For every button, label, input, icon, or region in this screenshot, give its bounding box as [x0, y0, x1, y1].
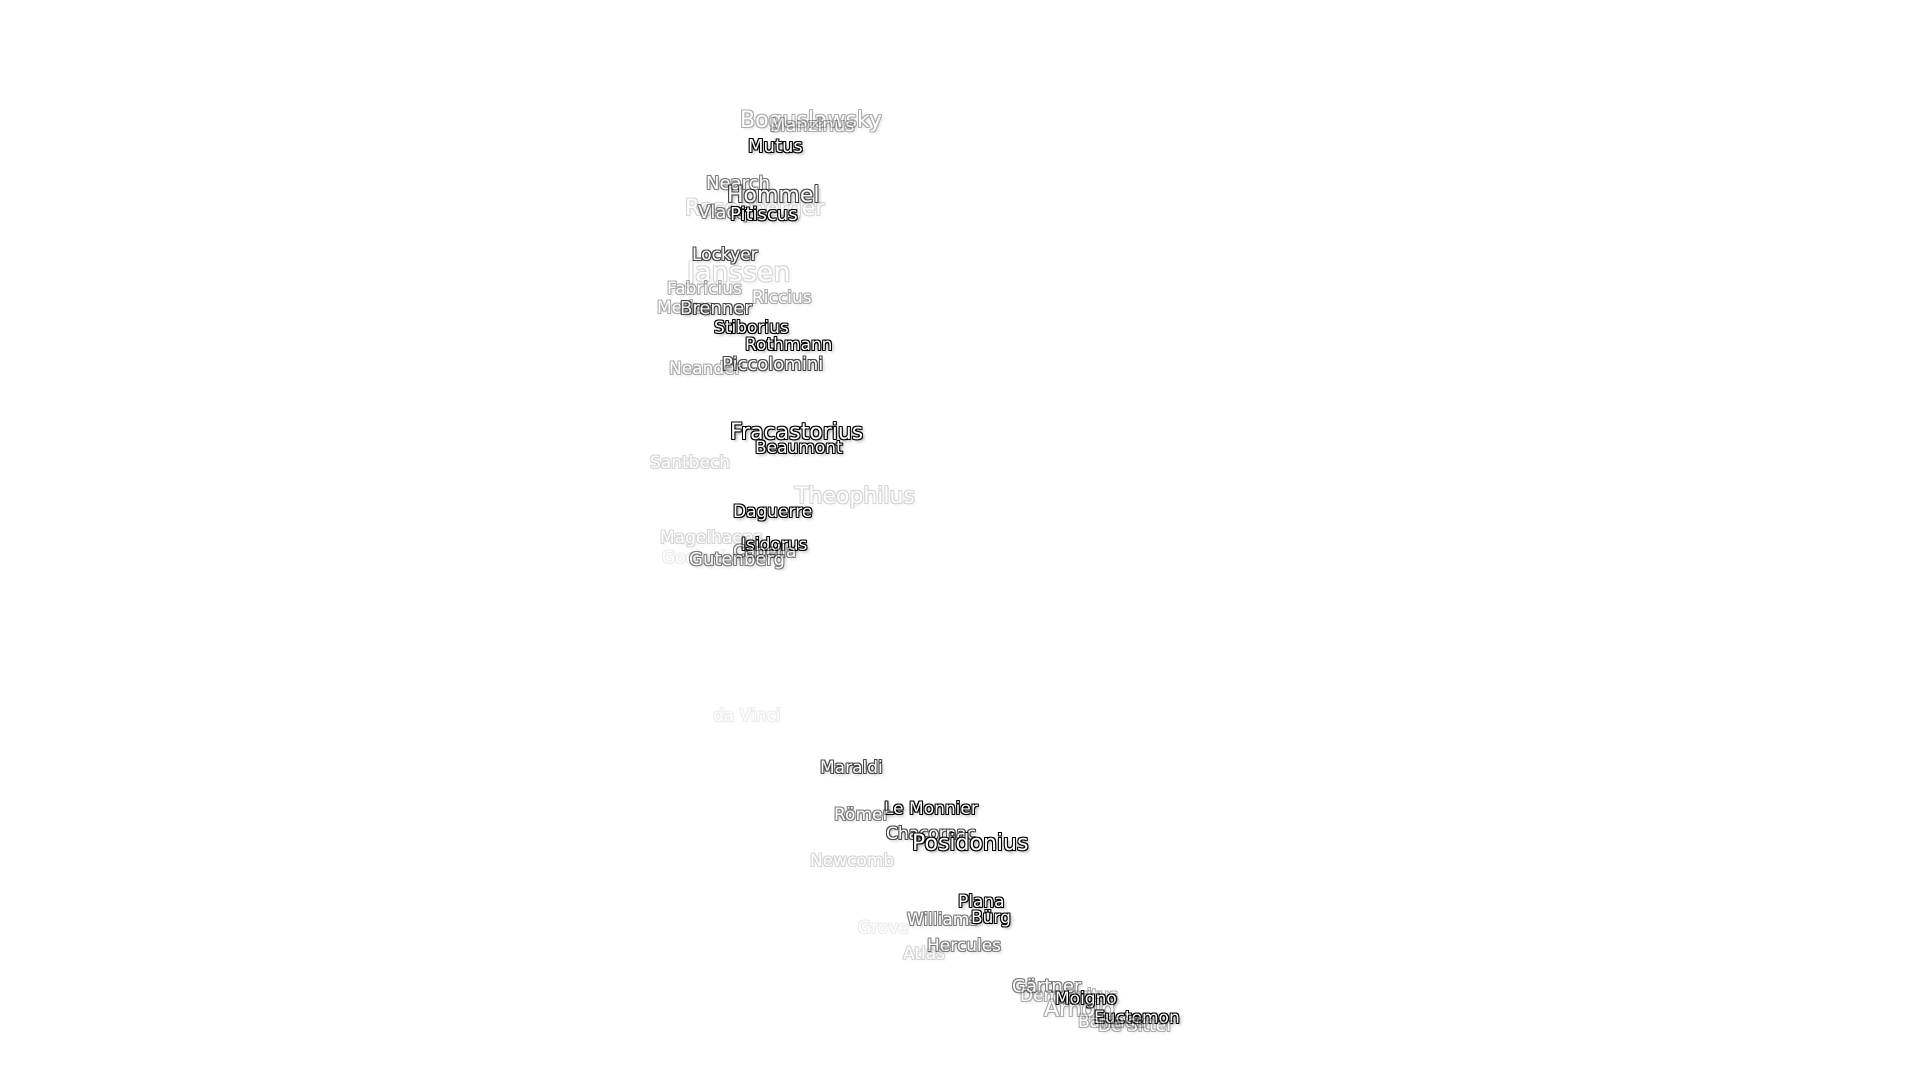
crater-label-fracastorius[interactable]: Fracastorius — [730, 420, 864, 445]
crater-label-manzinus[interactable]: Manzinus — [770, 115, 855, 136]
crater-label-da-vinci[interactable]: da Vinci — [713, 706, 781, 726]
crater-label-grove[interactable]: Grove — [858, 918, 909, 938]
crater-label-hercules[interactable]: Hercules — [927, 936, 1002, 956]
crater-label-goclenius[interactable]: Goclenius — [662, 548, 746, 568]
crater-label-piccolomini[interactable]: Piccolomini — [722, 354, 824, 375]
crater-label-plana[interactable]: Plana — [958, 892, 1005, 912]
crater-label-metius[interactable]: Metius — [657, 298, 714, 318]
crater-label-janssen[interactable]: Janssen — [687, 257, 791, 288]
crater-label-hommel[interactable]: Hommel — [727, 183, 820, 208]
crater-label-chacornac[interactable]: Chacornac — [886, 824, 977, 844]
crater-label-vlacq[interactable]: Vlacq — [698, 202, 748, 223]
crater-label-theophilus[interactable]: Theophilus — [795, 484, 915, 509]
crater-label-maraldi[interactable]: Maraldi — [820, 758, 883, 778]
crater-label-fabricius[interactable]: Fabricius — [667, 279, 742, 299]
crater-label-gartner[interactable]: Gärtner — [1012, 976, 1082, 997]
crater-label-de-sitter[interactable]: De Sitter — [1098, 1016, 1174, 1036]
crater-label-moigno[interactable]: Moigno — [1055, 989, 1117, 1009]
crater-label-neander[interactable]: Neander — [669, 359, 742, 379]
crater-label-rothmann[interactable]: Rothmann — [745, 335, 833, 355]
crater-label-gutenberg[interactable]: Gutenberg — [689, 549, 785, 570]
crater-label-capella[interactable]: Capella — [733, 542, 797, 562]
crater-label-arnold[interactable]: Arnold — [1044, 997, 1116, 1022]
crater-label-baillaud[interactable]: Baillaud — [1078, 1012, 1147, 1032]
crater-label-lockyer[interactable]: Lockyer — [692, 245, 758, 265]
crater-label-brenner[interactable]: Brenner — [680, 298, 752, 319]
crater-label-isidorus[interactable]: Isidorus — [741, 535, 808, 555]
crater-label-magelhaens[interactable]: Magelhaens — [660, 528, 763, 548]
crater-label-posidonius[interactable]: Posidonius — [912, 831, 1029, 856]
crater-label-rosenberger[interactable]: Rosenberger — [685, 196, 825, 221]
crater-label-stiborius[interactable]: Stiborius — [714, 318, 789, 338]
crater-label-newcomb[interactable]: Newcomb — [810, 851, 895, 871]
crater-label-burg[interactable]: Bürg — [971, 908, 1011, 928]
crater-label-boguslawsky[interactable]: Boguslawsky — [740, 108, 882, 133]
crater-label-pitiscus[interactable]: Pitiscus — [730, 204, 798, 225]
crater-label-daguerre[interactable]: Daguerre — [733, 502, 813, 522]
crater-label-nearch[interactable]: Nearch — [706, 173, 770, 194]
crater-label-le-monnier[interactable]: Le Monnier — [884, 799, 978, 819]
crater-label-euctemon[interactable]: Euctemon — [1094, 1008, 1180, 1028]
crater-label-atlas[interactable]: Atlas — [903, 944, 945, 964]
crater-label-beaumont[interactable]: Beaumont — [755, 438, 843, 458]
crater-label-democritus[interactable]: Democritus — [1020, 986, 1118, 1006]
crater-label-williams[interactable]: Williams — [907, 910, 979, 930]
crater-label-santbech[interactable]: Santbech — [650, 453, 731, 473]
crater-label-mutus[interactable]: Mutus — [748, 136, 803, 157]
crater-label-romer[interactable]: Römer — [834, 805, 890, 825]
crater-label-riccius[interactable]: Riccius — [752, 288, 812, 308]
